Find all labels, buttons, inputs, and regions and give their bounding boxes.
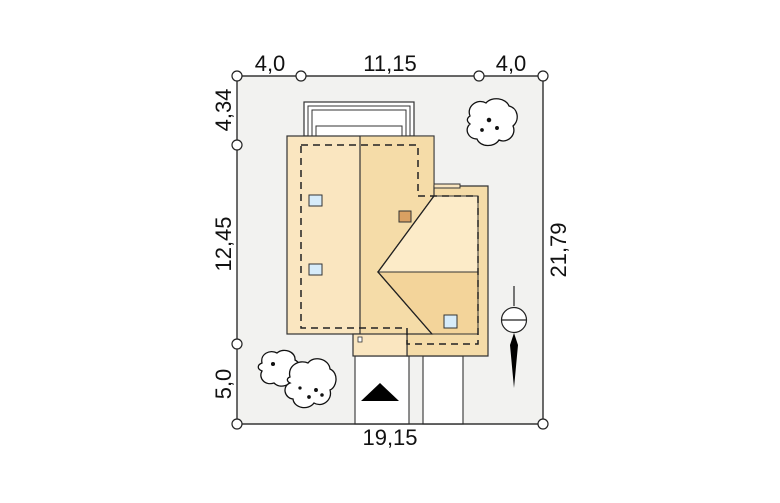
dim-top-middle: 11,15 bbox=[363, 51, 416, 76]
roof bbox=[286, 135, 489, 357]
dim-top-right: 4,0 bbox=[496, 51, 527, 76]
tree-icon bbox=[466, 98, 518, 147]
wall-outline bbox=[300, 144, 479, 345]
skylight-window bbox=[308, 194, 323, 207]
dim-left-top: 4,34 bbox=[211, 89, 236, 132]
skylight-window bbox=[308, 263, 323, 276]
skylight-window bbox=[443, 314, 458, 329]
tree-icon bbox=[284, 358, 337, 409]
dim-left-middle: 12,45 bbox=[211, 216, 236, 271]
dim-top-left: 4,0 bbox=[255, 51, 286, 76]
dim-bottom: 19,15 bbox=[362, 425, 417, 450]
dimension-lines bbox=[236, 75, 544, 425]
north-arrow-icon bbox=[500, 286, 528, 388]
entrance-arrow-icon bbox=[361, 383, 399, 401]
chimney bbox=[398, 210, 412, 223]
dimension-markers bbox=[231, 70, 549, 430]
terrace bbox=[303, 101, 415, 137]
driveway bbox=[354, 355, 464, 425]
dim-left-bottom: 5,0 bbox=[211, 369, 236, 400]
dim-right: 21,79 bbox=[546, 222, 571, 277]
